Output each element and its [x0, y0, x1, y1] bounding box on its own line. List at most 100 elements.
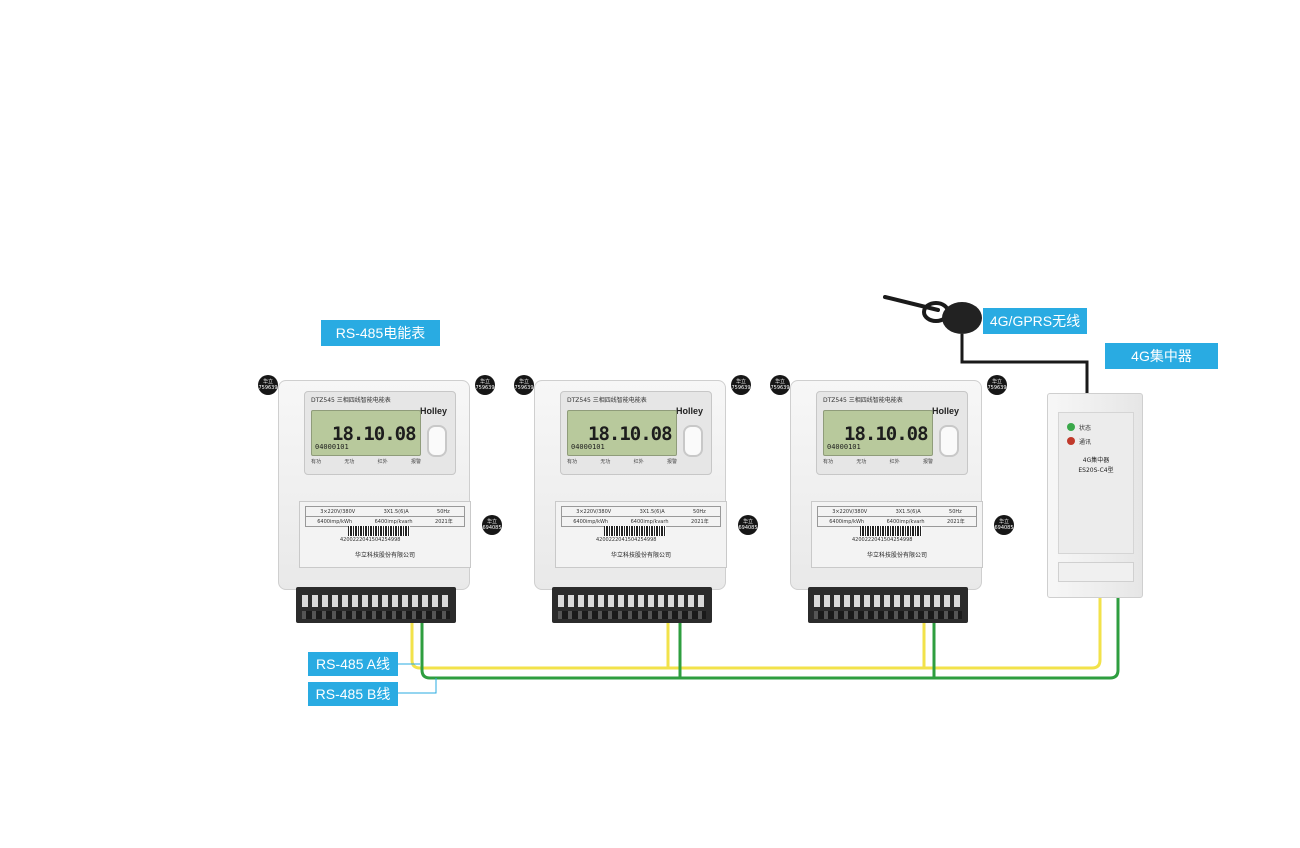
rated-frequency: 50Hz	[949, 508, 962, 515]
callout-b-leader	[398, 678, 437, 694]
indicator-label: 报警	[666, 459, 677, 465]
barcode-icon	[860, 526, 922, 536]
active-constant: 6400imp/kWh	[829, 518, 865, 525]
indicator-label: 有功	[567, 459, 578, 465]
reactive-constant: 6400imp/kvarh	[374, 518, 413, 525]
brand-logo: Holley	[931, 406, 959, 416]
rs485-b-label: RS-485 B线	[308, 682, 398, 706]
rated-frequency: 50Hz	[437, 508, 450, 515]
indicator-label: 无功	[856, 459, 867, 465]
rated-current: 3X1.5(6)A	[383, 508, 409, 515]
seal-icon: 华立 759639	[731, 375, 751, 395]
comm-led-icon	[1067, 437, 1075, 445]
lcd-display: 18.10.08 04000101	[567, 410, 677, 456]
reactive-constant: 6400imp/kvarh	[886, 518, 925, 525]
rated-voltage: 3×220V/380V	[832, 508, 868, 515]
display-code: 04000101	[571, 443, 605, 451]
concentrator-label: 4G集中器	[1105, 343, 1218, 369]
page-button[interactable]	[427, 425, 447, 457]
meter-reading: 18.10.08	[844, 423, 929, 445]
indicator-label: 红外	[377, 459, 388, 465]
rated-frequency: 50Hz	[693, 508, 706, 515]
concentrator-model: ES20S-C4型	[1078, 467, 1114, 474]
energy-meter-3: 华立 759639 华立 759639 DTZ545 三相四线智能电能表 Hol…	[770, 375, 1014, 625]
meter-model: DTZ545 三相四线智能电能表	[311, 397, 391, 404]
terminal-block	[552, 587, 712, 623]
indicator-row: 有功 无功 红外 报警	[567, 458, 677, 465]
indicator-label: 无功	[600, 459, 611, 465]
indicator-label: 有功	[311, 459, 322, 465]
nameplate: 3×220V/380V 3X1.5(6)A 50Hz 6400imp/kWh 6…	[555, 501, 727, 568]
rs485-a-label: RS-485 A线	[308, 652, 398, 676]
antenna-base-icon	[942, 302, 982, 334]
meter-body: DTZ545 三相四线智能电能表 Holley 18.10.08 0400010…	[534, 380, 727, 590]
brand-logo: Holley	[675, 406, 703, 416]
indicator-label: 红外	[633, 459, 644, 465]
status-led-label: 状态	[1079, 425, 1092, 432]
rated-voltage: 3×220V/380V	[320, 508, 356, 515]
page-button[interactable]	[683, 425, 703, 457]
seal-icon: 华立 759639	[258, 375, 278, 395]
display-frame: DTZ545 三相四线智能电能表 Holley 18.10.08 0400010…	[304, 391, 456, 475]
antenna-cable	[960, 334, 1089, 395]
serial-number: 4200222041504254998	[852, 537, 913, 543]
concentrator-panel: 状态 通讯 4G集中器 ES20S-C4型	[1058, 412, 1134, 554]
rated-current: 3X1.5(6)A	[639, 508, 665, 515]
brand-logo: Holley	[419, 406, 447, 416]
meter-model: DTZ545 三相四线智能电能表	[567, 397, 647, 404]
seal-icon: 华立 694085	[738, 515, 758, 535]
seal-icon: 华立 759639	[475, 375, 495, 395]
seal-icon: 华立 694085	[482, 515, 502, 535]
display-frame: DTZ545 三相四线智能电能表 Holley 18.10.08 0400010…	[816, 391, 968, 475]
manufacture-year: 2021年	[435, 519, 453, 525]
barcode-icon	[604, 526, 666, 536]
indicator-label: 有功	[823, 459, 834, 465]
manufacture-year: 2021年	[947, 519, 965, 525]
serial-number: 4200222041504254998	[340, 537, 401, 543]
meter-body: DTZ545 三相四线智能电能表 Holley 18.10.08 0400010…	[790, 380, 983, 590]
meter-reading: 18.10.08	[588, 423, 673, 445]
manufacturer: 华立科技股份有限公司	[354, 552, 415, 559]
seal-icon: 华立 759639	[770, 375, 790, 395]
lcd-display: 18.10.08 04000101	[823, 410, 933, 456]
indicator-label: 报警	[922, 459, 933, 465]
concentrator-name: 4G集中器	[1082, 457, 1110, 464]
meter-body: DTZ545 三相四线智能电能表 Holley 18.10.08 0400010…	[278, 380, 471, 590]
display-frame: DTZ545 三相四线智能电能表 Holley 18.10.08 0400010…	[560, 391, 712, 475]
reactive-constant: 6400imp/kvarh	[630, 518, 669, 525]
rated-current: 3X1.5(6)A	[895, 508, 921, 515]
seal-icon: 华立 694085	[994, 515, 1014, 535]
lcd-display: 18.10.08 04000101	[311, 410, 421, 456]
comm-led-label: 通讯	[1079, 439, 1092, 446]
terminal-ports	[1058, 562, 1134, 582]
manufacturer: 华立科技股份有限公司	[610, 552, 671, 559]
indicator-row: 有功 无功 红外 报警	[311, 458, 421, 465]
rs485-a-wire	[410, 594, 1102, 670]
seal-icon: 华立 759639	[514, 375, 534, 395]
wireless-label: 4G/GPRS无线	[983, 308, 1087, 334]
status-led-icon	[1067, 423, 1075, 431]
manufacture-year: 2021年	[691, 519, 709, 525]
barcode-icon	[348, 526, 410, 536]
display-code: 04000101	[827, 443, 861, 451]
meter-reading: 18.10.08	[332, 423, 417, 445]
meter-model: DTZ545 三相四线智能电能表	[823, 397, 903, 404]
indicator-label: 报警	[410, 459, 421, 465]
terminal-block	[296, 587, 456, 623]
terminal-block	[808, 587, 968, 623]
indicator-row: 有功 无功 红外 报警	[823, 458, 933, 465]
nameplate: 3×220V/380V 3X1.5(6)A 50Hz 6400imp/kWh 6…	[811, 501, 983, 568]
indicator-label: 无功	[344, 459, 355, 465]
nameplate: 3×220V/380V 3X1.5(6)A 50Hz 6400imp/kWh 6…	[299, 501, 471, 568]
energy-meter-2: 华立 759639 华立 759639 DTZ545 三相四线智能电能表 Hol…	[514, 375, 758, 625]
serial-number: 4200222041504254998	[596, 537, 657, 543]
display-code: 04000101	[315, 443, 349, 451]
antenna-whip	[883, 295, 940, 312]
manufacturer: 华立科技股份有限公司	[866, 552, 927, 559]
page-button[interactable]	[939, 425, 959, 457]
concentrator-device: 状态 通讯 4G集中器 ES20S-C4型	[1047, 393, 1143, 598]
indicator-label: 红外	[889, 459, 900, 465]
rated-voltage: 3×220V/380V	[576, 508, 612, 515]
active-constant: 6400imp/kWh	[573, 518, 609, 525]
energy-meter-1: 华立 759639 华立 759639 DTZ545 三相四线智能电能表 Hol…	[258, 375, 502, 625]
